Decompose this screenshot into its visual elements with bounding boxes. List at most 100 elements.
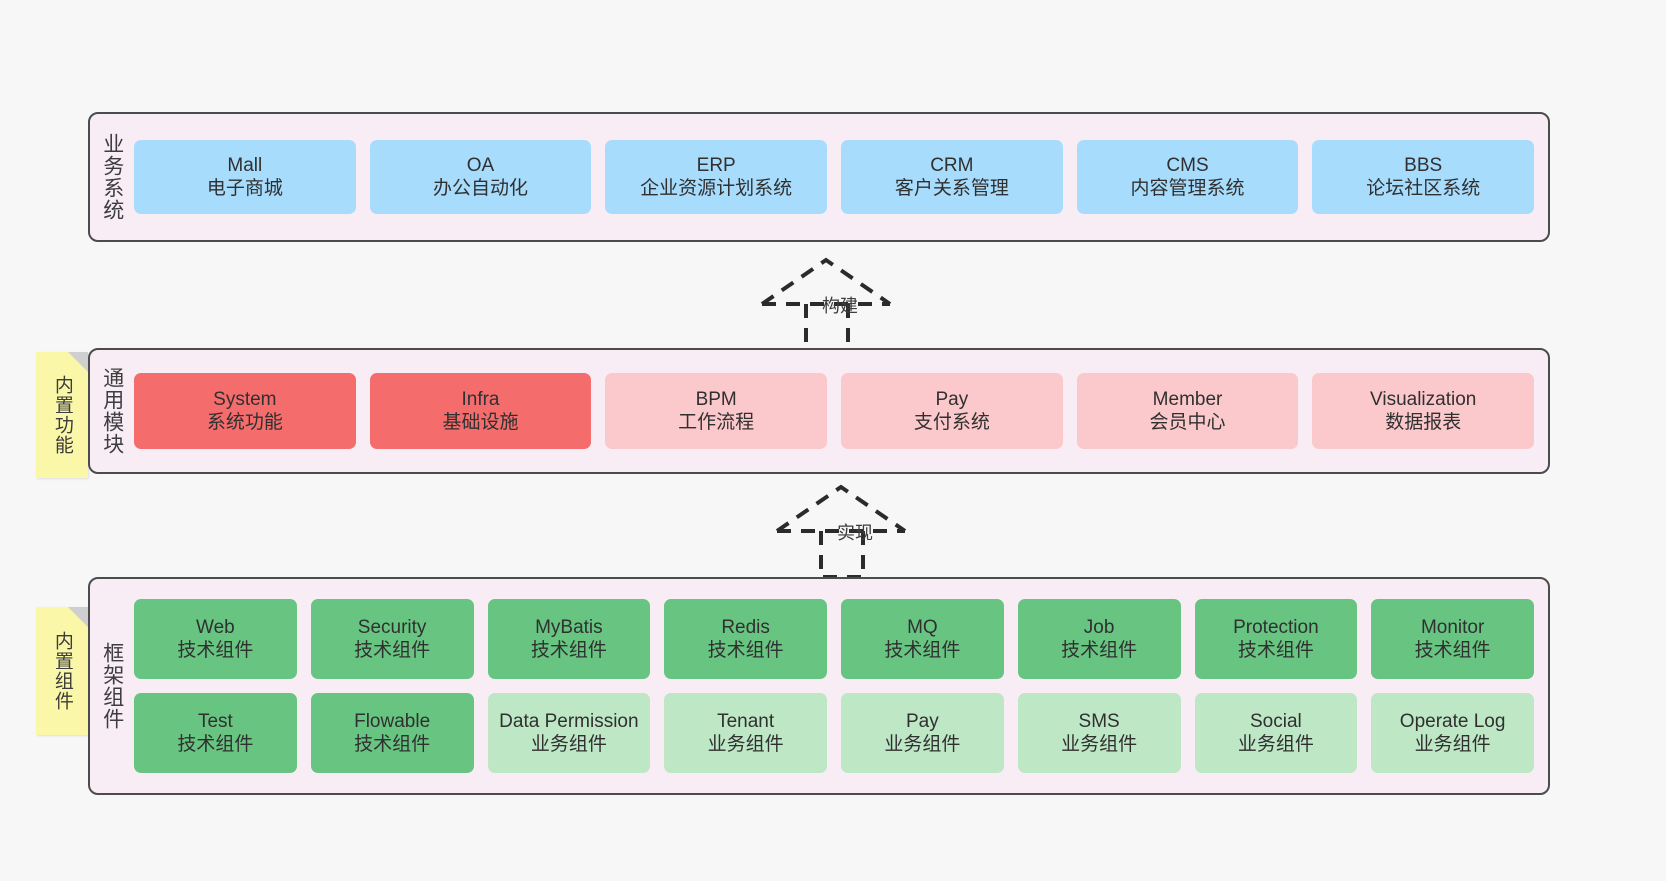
card-title: BPM xyxy=(695,388,737,410)
card-pay-component[interactable]: Pay 业务组件 xyxy=(841,693,1004,773)
card-system[interactable]: System 系统功能 xyxy=(134,373,356,449)
card-row: Mall 电子商城 OA 办公自动化 ERP 企业资源计划系统 CRM 客户关系… xyxy=(134,140,1535,214)
card-flowable[interactable]: Flowable 技术组件 xyxy=(310,693,474,773)
layer-label-business: 业务系统 xyxy=(100,133,124,221)
card-job[interactable]: Job 技术组件 xyxy=(1017,599,1181,679)
card-title: Security xyxy=(357,616,427,638)
card-social[interactable]: Social 业务组件 xyxy=(1194,693,1358,773)
card-title: System xyxy=(213,388,277,410)
card-title: MyBatis xyxy=(535,616,603,638)
card-subtitle: 电子商城 xyxy=(206,178,283,199)
card-visualization[interactable]: Visualization 数据报表 xyxy=(1312,373,1535,449)
card-subtitle: 会员中心 xyxy=(1149,412,1226,433)
layer-label-common: 通用模块 xyxy=(100,367,124,455)
card-subtitle: 业务组件 xyxy=(530,734,607,755)
card-title: Data Permission xyxy=(499,710,639,732)
card-subtitle: 业务组件 xyxy=(1237,734,1314,755)
note-fold-corner-icon xyxy=(68,352,88,372)
card-title: Web xyxy=(196,616,235,638)
card-title: Visualization xyxy=(1370,388,1477,410)
card-title: OA xyxy=(466,154,495,176)
card-tenant[interactable]: Tenant 业务组件 xyxy=(664,693,827,773)
card-title: Protection xyxy=(1233,616,1319,638)
card-title: Job xyxy=(1083,616,1115,638)
card-web[interactable]: Web 技术组件 xyxy=(134,599,297,679)
card-subtitle: 技术组件 xyxy=(177,734,254,755)
layer-framework-components[interactable]: 框架组件 Web 技术组件 Security 技术组件 MyBatis 技术组件… xyxy=(88,577,1550,795)
card-pay-module[interactable]: Pay 支付系统 xyxy=(841,373,1063,449)
card-title: ERP xyxy=(696,154,736,176)
card-subtitle: 技术组件 xyxy=(177,640,254,661)
card-title: BBS xyxy=(1404,154,1443,176)
card-subtitle: 企业资源计划系统 xyxy=(640,178,793,199)
dashed-up-arrow-icon xyxy=(760,257,892,352)
card-title: MQ xyxy=(907,616,938,638)
dashed-up-arrow-icon xyxy=(775,484,907,579)
note-builtin-component[interactable]: 内置组件 xyxy=(36,607,88,735)
card-infra[interactable]: Infra 基础设施 xyxy=(369,373,592,449)
card-mall[interactable]: Mall 电子商城 xyxy=(134,140,356,214)
note-label: 内置组件 xyxy=(51,631,73,711)
card-subtitle: 业务组件 xyxy=(884,734,961,755)
card-subtitle: 工作流程 xyxy=(678,412,755,433)
card-title: Member xyxy=(1152,388,1223,410)
card-subtitle: 技术组件 xyxy=(707,640,784,661)
card-security[interactable]: Security 技术组件 xyxy=(310,599,474,679)
card-subtitle: 技术组件 xyxy=(884,640,961,661)
card-title: Monitor xyxy=(1420,616,1485,638)
layer-body-framework: Web 技术组件 Security 技术组件 MyBatis 技术组件 Redi… xyxy=(134,579,1548,793)
card-bpm[interactable]: BPM 工作流程 xyxy=(605,373,828,449)
card-oa[interactable]: OA 办公自动化 xyxy=(369,140,592,214)
card-subtitle: 技术组件 xyxy=(1061,640,1138,661)
note-builtin-function[interactable]: 内置功能 xyxy=(36,352,88,478)
card-title: Pay xyxy=(935,388,969,410)
card-title: Mall xyxy=(227,154,263,176)
card-test[interactable]: Test 技术组件 xyxy=(134,693,297,773)
card-title: Operate Log xyxy=(1399,710,1506,732)
card-crm[interactable]: CRM 客户关系管理 xyxy=(841,140,1063,214)
card-subtitle: 数据报表 xyxy=(1385,412,1462,433)
card-bbs[interactable]: BBS 论坛社区系统 xyxy=(1312,140,1535,214)
card-subtitle: 技术组件 xyxy=(1237,640,1314,661)
card-monitor[interactable]: Monitor 技术组件 xyxy=(1371,599,1534,679)
card-erp[interactable]: ERP 企业资源计划系统 xyxy=(605,140,828,214)
connector-build: 构建 xyxy=(740,250,940,360)
layer-label-framework: 框架组件 xyxy=(100,642,124,730)
card-subtitle: 系统功能 xyxy=(206,412,283,433)
card-title: Infra xyxy=(461,388,500,410)
card-subtitle: 客户关系管理 xyxy=(894,178,1009,199)
layer-business-systems[interactable]: 业务系统 Mall 电子商城 OA 办公自动化 ERP 企业资源计划系统 CRM… xyxy=(88,112,1550,242)
card-subtitle: 办公自动化 xyxy=(433,178,529,199)
card-mybatis[interactable]: MyBatis 技术组件 xyxy=(487,599,651,679)
card-title: Test xyxy=(197,710,233,732)
card-redis[interactable]: Redis 技术组件 xyxy=(664,599,827,679)
card-title: Social xyxy=(1250,710,1302,732)
card-subtitle: 技术组件 xyxy=(354,734,431,755)
card-title: SMS xyxy=(1078,710,1120,732)
layer-common-modules[interactable]: 通用模块 System 系统功能 Infra 基础设施 BPM 工作流程 Pay… xyxy=(88,348,1550,474)
card-subtitle: 技术组件 xyxy=(1414,640,1491,661)
card-subtitle: 业务组件 xyxy=(1414,734,1491,755)
card-data-permission[interactable]: Data Permission 业务组件 xyxy=(487,693,651,773)
card-title: Redis xyxy=(721,616,770,638)
card-title: Tenant xyxy=(717,710,775,732)
card-subtitle: 业务组件 xyxy=(1061,734,1138,755)
card-row: Test 技术组件 Flowable 技术组件 Data Permission … xyxy=(134,693,1534,773)
note-fold-corner-icon xyxy=(68,607,88,627)
card-operate-log[interactable]: Operate Log 业务组件 xyxy=(1371,693,1534,773)
card-mq[interactable]: MQ 技术组件 xyxy=(841,599,1004,679)
card-title: Flowable xyxy=(354,710,431,732)
card-subtitle: 技术组件 xyxy=(354,640,431,661)
card-cms[interactable]: CMS 内容管理系统 xyxy=(1076,140,1299,214)
connector-label-implement: 实现 xyxy=(837,523,873,543)
card-title: CMS xyxy=(1166,154,1209,176)
card-sms[interactable]: SMS 业务组件 xyxy=(1017,693,1181,773)
card-subtitle: 基础设施 xyxy=(442,412,519,433)
card-row: System 系统功能 Infra 基础设施 BPM 工作流程 Pay 支付系统… xyxy=(134,373,1535,449)
card-protection[interactable]: Protection 技术组件 xyxy=(1194,599,1358,679)
layer-body-business: Mall 电子商城 OA 办公自动化 ERP 企业资源计划系统 CRM 客户关系… xyxy=(134,114,1548,240)
card-member[interactable]: Member 会员中心 xyxy=(1076,373,1299,449)
card-row: Web 技术组件 Security 技术组件 MyBatis 技术组件 Redi… xyxy=(134,599,1534,679)
card-subtitle: 内容管理系统 xyxy=(1130,178,1245,199)
